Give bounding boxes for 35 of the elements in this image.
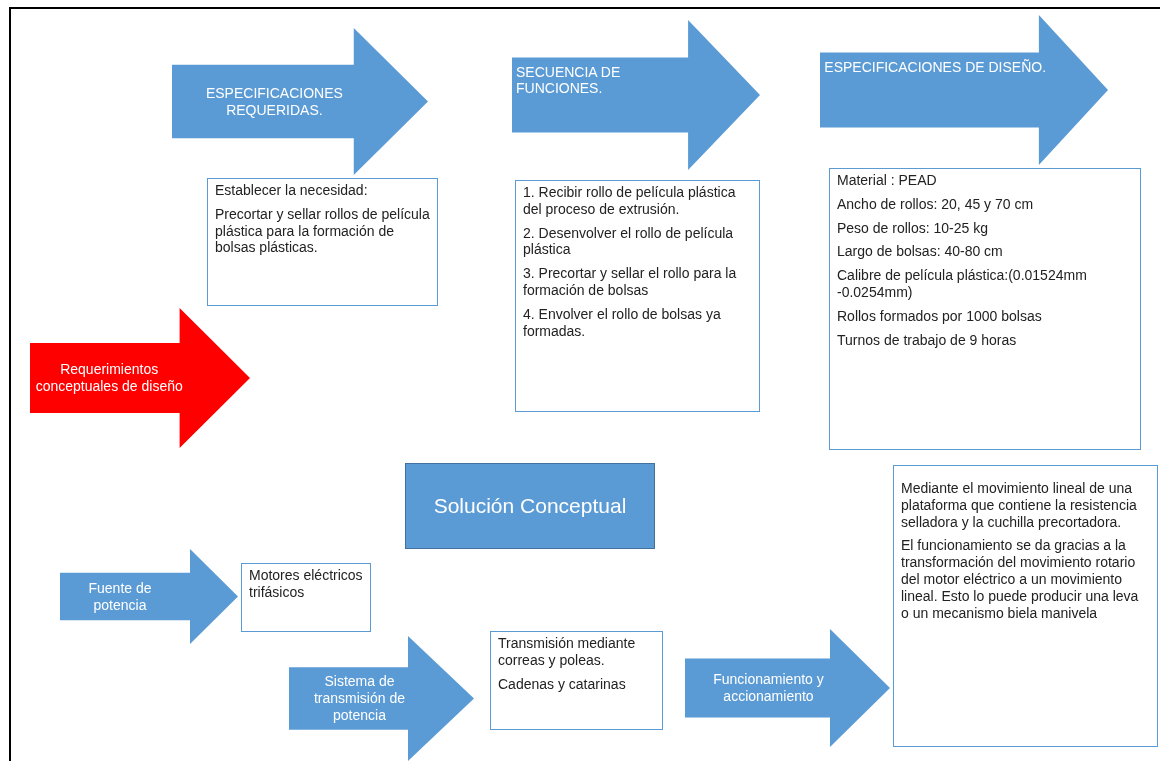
text-box	[490, 631, 663, 730]
box-text: Peso de rollos: 10-25 kg	[837, 219, 989, 237]
box-text: 3. Precortar y sellar el rollo para la formación de bolsas	[523, 265, 738, 299]
box-text: 4. Envolver el rollo de bolsas ya formadas.	[523, 305, 722, 340]
arrow-label: ESPECIFICACIONES DE DISEÑO.	[824, 58, 1047, 76]
text-box	[893, 465, 1158, 747]
box-text: Cadenas y catarinas	[498, 675, 627, 693]
box-text: Transmisión mediante correas y poleas.	[498, 635, 637, 669]
box-text: Precortar y sellar rollos de película plástica para la formación de bolsas plásticas.	[215, 205, 430, 257]
box-text: Material : PEAD	[837, 172, 938, 189]
edge-label: Sistema de transmisión de potencia	[312, 673, 406, 724]
box-text: Largo de bolsas: 40-80 cm	[837, 243, 1004, 261]
block-arrow	[685, 629, 890, 747]
title-box: Solución Conceptual	[405, 463, 655, 549]
text-box	[829, 168, 1141, 450]
edge-label: Fuente de potencia	[87, 579, 153, 614]
edge-label: Funcionamiento y accionamiento	[712, 671, 825, 705]
text-box	[207, 178, 438, 306]
block-arrow	[60, 549, 238, 644]
box-text: Turnos de trabajo de 9 horas	[837, 331, 1018, 349]
box-text: El funcionamiento se da gracias a la transformación del movimiento rotario del motor eléctrico a un movimiento lineal. Esto lo puede producir una leva o un mecanismo biela manivela	[901, 537, 1140, 622]
box-text: 2. Desenvolver el rollo de película plástica	[523, 224, 735, 259]
arrow-label: Requerimientos conceptuales de diseño	[34, 361, 184, 395]
box-text: Mediante el movimiento lineal de una plataforma que contiene la resistencia selladora y la cuchilla precortadora.	[901, 480, 1138, 531]
text-box	[241, 563, 371, 632]
arrow-label: ESPECIFICACIONES REQUERIDAS.	[204, 84, 344, 119]
block-arrow	[289, 636, 474, 761]
box-text: Motores eléctricos trifásicos	[249, 567, 363, 601]
text-box	[515, 180, 760, 412]
box-text: Calibre de película plástica:(0.01524mm -0.0254mm)	[837, 267, 1088, 301]
box-text: 1. Recibir rollo de película plástica del proceso de extrusión.	[523, 184, 737, 218]
box-text: Establecer la necesidad:	[215, 182, 369, 199]
box-text: Rollos formados por 1000 bolsas	[837, 307, 1043, 325]
arrow-label: SECUENCIA DE FUNCIONES.	[516, 63, 622, 98]
box-text: Ancho de rollos: 20, 45 y 70 cm	[837, 195, 1035, 213]
